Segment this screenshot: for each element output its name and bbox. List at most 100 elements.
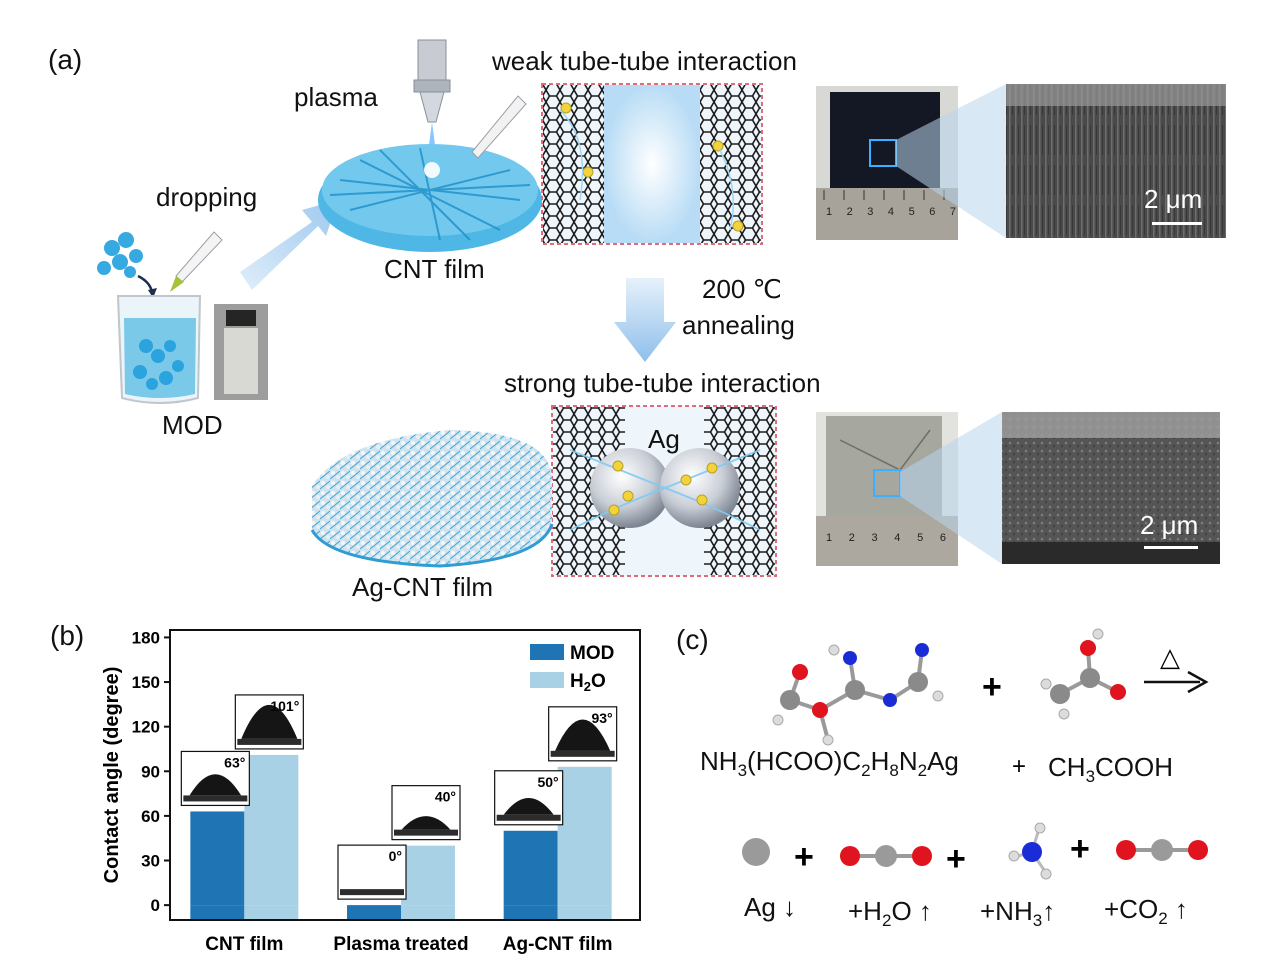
zoom-wedge-bottom bbox=[900, 412, 1002, 564]
zoom-wedge-top bbox=[896, 84, 1006, 238]
label-dropping: dropping bbox=[156, 182, 258, 212]
droplet bbox=[503, 797, 554, 815]
label-mod: MOD bbox=[162, 410, 223, 440]
mod-vial-photo bbox=[214, 304, 268, 400]
plasma-nozzle-icon bbox=[413, 39, 451, 168]
bar-h2o bbox=[244, 754, 299, 906]
ruler-bottom: 1 2 3 4 5 6 bbox=[826, 532, 946, 544]
panel-c-letter: (c) bbox=[676, 624, 709, 655]
plus-sign-4: + bbox=[946, 840, 966, 878]
formula-nh3: +NH3↑ bbox=[980, 896, 1056, 931]
y-axis-label: Contact angle (degree) bbox=[101, 667, 123, 884]
ruler-tick-label: 3 bbox=[867, 206, 874, 218]
bar-h2o-base bbox=[557, 905, 612, 919]
formula-reactant2: CH3COOH bbox=[1048, 752, 1174, 787]
scale-bar-top: 2 μm bbox=[1144, 184, 1203, 214]
y-tick-label: 60 bbox=[141, 807, 160, 826]
dropper-icon bbox=[175, 231, 223, 283]
ruler-tick-label: 3 bbox=[871, 532, 878, 544]
process-arrow-down bbox=[614, 278, 676, 362]
contact-angle-value: 0° bbox=[389, 848, 402, 864]
legend-label-mod: MOD bbox=[570, 643, 614, 664]
formula-reactant1: NH3(HCOO)C2H8N2Ag bbox=[700, 746, 959, 781]
plus-sign-2: + bbox=[1012, 753, 1026, 780]
label-plasma: plasma bbox=[294, 82, 378, 112]
y-tick-label: 180 bbox=[132, 628, 160, 647]
substrate bbox=[496, 814, 561, 821]
beaker-icon bbox=[116, 295, 202, 404]
y-tick-label: 30 bbox=[141, 852, 160, 871]
mod-molecule-icon bbox=[97, 232, 143, 278]
scale-bar-bottom: 2 μm bbox=[1140, 510, 1199, 540]
x-category-label: Plasma treated bbox=[333, 934, 468, 955]
formula-h2o: +H2O ↑ bbox=[848, 896, 932, 931]
ruler-tick-label: 4 bbox=[887, 206, 895, 218]
bar-mod bbox=[503, 830, 558, 906]
legend-swatch-mod bbox=[530, 644, 564, 660]
y-tick-label: 150 bbox=[132, 673, 160, 692]
ag-cnt-film-disc bbox=[310, 430, 554, 568]
process-arrow-diagonal bbox=[240, 200, 338, 290]
contact-angle-value: 93° bbox=[591, 710, 612, 726]
molecule-acetic-acid bbox=[1040, 628, 1126, 720]
ruler-tick-label: 6 bbox=[939, 532, 946, 544]
ruler-tick-label: 1 bbox=[826, 532, 833, 544]
label-anneal-temp: 200 ℃ bbox=[702, 274, 782, 304]
bar-mod bbox=[190, 811, 245, 906]
molecule-co2-product bbox=[1116, 839, 1208, 861]
contact-angle-value: 40° bbox=[435, 789, 456, 805]
substrate bbox=[237, 738, 302, 745]
label-strong-interaction: strong tube-tube interaction bbox=[504, 368, 821, 398]
bar-h2o bbox=[557, 766, 612, 906]
bar-mod-base bbox=[190, 905, 245, 919]
label-ag: Ag bbox=[648, 424, 680, 454]
y-tick-label: 0 bbox=[151, 896, 160, 915]
substrate bbox=[183, 795, 248, 802]
droplet bbox=[241, 704, 298, 739]
x-category-label: CNT film bbox=[205, 934, 283, 955]
bar-mod-base bbox=[503, 905, 558, 919]
label-cnt-film: CNT film bbox=[384, 254, 485, 284]
ruler-tick-label: 6 bbox=[929, 206, 936, 218]
sem-image-top bbox=[1006, 84, 1226, 238]
label-weak-interaction: weak tube-tube interaction bbox=[492, 46, 797, 76]
sem-image-bottom bbox=[1002, 412, 1220, 564]
ruler-tick-label: 1 bbox=[826, 206, 833, 218]
contact-angle-value: 63° bbox=[224, 754, 245, 770]
substrate bbox=[340, 889, 404, 896]
label-ag-cnt-film: Ag-CNT film bbox=[352, 572, 494, 602]
droplet bbox=[189, 774, 242, 796]
legend-swatch-h2o bbox=[530, 672, 564, 688]
contact-angle-value: 50° bbox=[537, 774, 558, 790]
bar-h2o bbox=[401, 845, 455, 906]
ruler-tick-label: 7 bbox=[949, 206, 956, 218]
bar-h2o-base bbox=[244, 905, 299, 919]
bar-mod-base bbox=[347, 905, 401, 919]
heat-symbol: △ bbox=[1160, 642, 1180, 672]
ruler-tick-label: 2 bbox=[848, 532, 855, 544]
y-tick-label: 90 bbox=[141, 762, 160, 781]
molecule-h2o-product bbox=[840, 845, 932, 867]
reaction-scheme: + △ + + + + bbox=[742, 628, 1209, 880]
substrate bbox=[394, 829, 458, 836]
ruler-tick-label: 2 bbox=[846, 206, 853, 218]
ruler-tick-label: 4 bbox=[894, 532, 901, 544]
panel-a-letter: (a) bbox=[48, 44, 83, 75]
weak-interaction-box bbox=[541, 83, 763, 245]
droplet bbox=[555, 719, 611, 751]
x-category-label: Ag-CNT film bbox=[503, 934, 613, 955]
bar-h2o-base bbox=[401, 905, 455, 919]
y-tick-label: 120 bbox=[132, 718, 160, 737]
panel-a-illustration bbox=[97, 39, 1226, 577]
plus-sign-3: + bbox=[794, 838, 814, 876]
legend-label-h2o: H2O bbox=[570, 671, 606, 694]
molecule-reactant1 bbox=[772, 643, 944, 746]
ag-atom-icon bbox=[742, 838, 770, 866]
cnt-film-disc bbox=[318, 144, 542, 252]
formula-co2: +CO2 ↑ bbox=[1104, 894, 1188, 929]
droplet bbox=[401, 816, 451, 830]
molecule-nh3-product bbox=[1008, 822, 1052, 880]
ruler-tick-label: 5 bbox=[917, 532, 924, 544]
